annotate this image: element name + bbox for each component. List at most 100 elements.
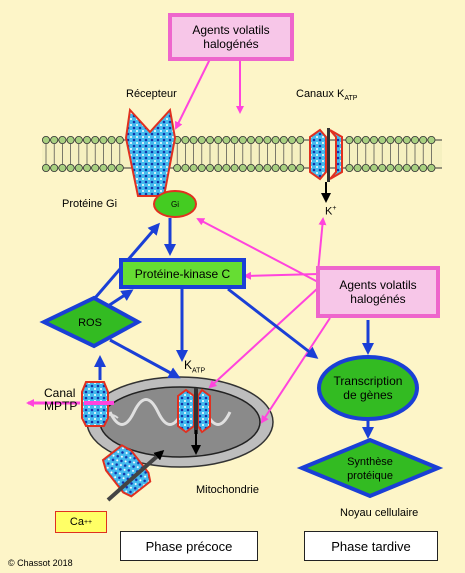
phospholipid-head — [246, 135, 255, 144]
phospholipid-head — [378, 163, 387, 172]
synthese-label: Synthèse protéique — [332, 454, 408, 484]
phospholipid-head — [230, 163, 239, 172]
phospholipid-head — [238, 135, 247, 144]
phospholipid-head — [296, 135, 305, 144]
transcription-label: Transcription de gènes — [328, 372, 408, 404]
phospholipid-head — [91, 163, 100, 172]
phospholipid-head — [230, 135, 239, 144]
katp-mito-main: K — [184, 358, 193, 372]
phospholipid-head — [74, 135, 83, 144]
phospholipid-head — [181, 163, 190, 172]
phospholipid-head — [205, 163, 214, 172]
phospholipid-head — [222, 163, 231, 172]
canal-mptp-line2: MPTP — [44, 399, 78, 413]
canaux-katp-label: Canaux KATP — [296, 88, 357, 102]
pkc-label: Protéine-kinase C — [134, 266, 231, 281]
phospholipid-head — [58, 135, 67, 144]
noyau-label: Noyau cellulaire — [340, 507, 418, 519]
phospholipid-head — [419, 163, 428, 172]
synthese-text: Synthèse protéique — [347, 456, 393, 482]
calcium-channel — [101, 444, 152, 498]
phospholipid-head — [345, 163, 354, 172]
phospholipid-head — [287, 135, 296, 144]
canal-mptp-label: Canal MPTP — [44, 387, 77, 413]
phospholipid-head — [50, 163, 59, 172]
agents-volatils-top-box: Agents volatils halogénés — [168, 13, 294, 61]
calcium-box: Ca++ — [55, 511, 107, 533]
phase-precoce-box: Phase précoce — [120, 531, 258, 561]
phospholipid-head — [197, 135, 206, 144]
transcription-oval — [317, 355, 419, 421]
agents-right-text: Agents volatils halogénés — [339, 278, 417, 306]
phospholipid-head — [419, 135, 428, 144]
phospholipid-head — [386, 135, 395, 144]
phospholipid-head — [386, 163, 395, 172]
phospholipid-head — [214, 135, 223, 144]
mito-katp-channel — [177, 388, 211, 434]
phospholipid-head — [345, 135, 354, 144]
recepteur-text: Récepteur — [126, 88, 177, 100]
black-arrows — [191, 182, 331, 455]
synthesis-diamond — [296, 437, 444, 499]
phospholipid-head — [115, 163, 124, 172]
phospholipid-head — [353, 163, 362, 172]
phospholipid-head — [83, 135, 92, 144]
agents-volatils-right-box: Agents volatils halogénés — [316, 266, 440, 318]
phospholipid-head — [238, 163, 247, 172]
phase-tardive-text: Phase tardive — [331, 538, 411, 554]
ros-label: ROS — [78, 317, 102, 329]
phospholipid-head — [74, 163, 83, 172]
phospholipid-head — [369, 163, 378, 172]
canal-mptp-line1: Canal — [44, 386, 76, 400]
phospholipid-head — [394, 163, 403, 172]
phospholipid-head — [189, 163, 198, 172]
phospholipid-head — [197, 163, 206, 172]
phospholipid-head — [353, 135, 362, 144]
phospholipid-head — [83, 163, 92, 172]
phospholipid-head — [427, 135, 436, 144]
phospholipid-head — [99, 135, 108, 144]
phospholipid-head — [402, 163, 411, 172]
phospholipid-head — [279, 163, 288, 172]
phospholipid-head — [66, 163, 75, 172]
phospholipid-head — [107, 163, 116, 172]
ca-main: Ca — [69, 516, 84, 528]
katp-mito-label: KATP — [184, 358, 205, 374]
transcription-text: Transcription de gènes — [333, 374, 403, 402]
recepteur-label: Récepteur — [126, 88, 177, 100]
phospholipid-head — [66, 135, 75, 144]
k-plus-main: K — [325, 205, 333, 218]
copyright-label: © Chassot 2018 — [8, 558, 73, 568]
phospholipid-head — [50, 135, 59, 144]
phase-precoce-text: Phase précoce — [145, 538, 233, 554]
copyright-text: © Chassot 2018 — [8, 558, 73, 568]
phospholipid-head — [296, 163, 305, 172]
phospholipid-head — [410, 135, 419, 144]
phospholipid-head — [181, 135, 190, 144]
phospholipid-head — [222, 135, 231, 144]
phospholipid-head — [361, 163, 370, 172]
pink-arrows — [26, 58, 331, 424]
phospholipid-head — [255, 163, 264, 172]
canaux-katp-sub: ATP — [344, 95, 358, 103]
gi-label: Gi — [171, 200, 179, 209]
phospholipid-head — [42, 163, 51, 172]
phospholipid-head — [287, 163, 296, 172]
gi-protein-oval — [153, 190, 197, 218]
mitochondrie-label: Mitochondrie — [196, 484, 259, 496]
phospholipid-head — [115, 135, 124, 144]
mitochondrie-text: Mitochondrie — [196, 484, 259, 496]
canaux-katp-main: Canaux K — [296, 88, 345, 100]
phospholipid-head — [107, 135, 116, 144]
k-plus-label: K+ — [325, 205, 336, 218]
phospholipid-head — [263, 163, 272, 172]
phospholipid-head — [361, 135, 370, 144]
phospholipid-head — [402, 135, 411, 144]
proteine-gi-label: Protéine Gi — [62, 198, 117, 210]
phospholipid-head — [99, 163, 108, 172]
ca-sup: ++ — [83, 518, 93, 526]
receptor — [124, 107, 177, 197]
protein-kinase-c-box: Protéine-kinase C — [119, 258, 246, 289]
phospholipid-head — [271, 163, 280, 172]
